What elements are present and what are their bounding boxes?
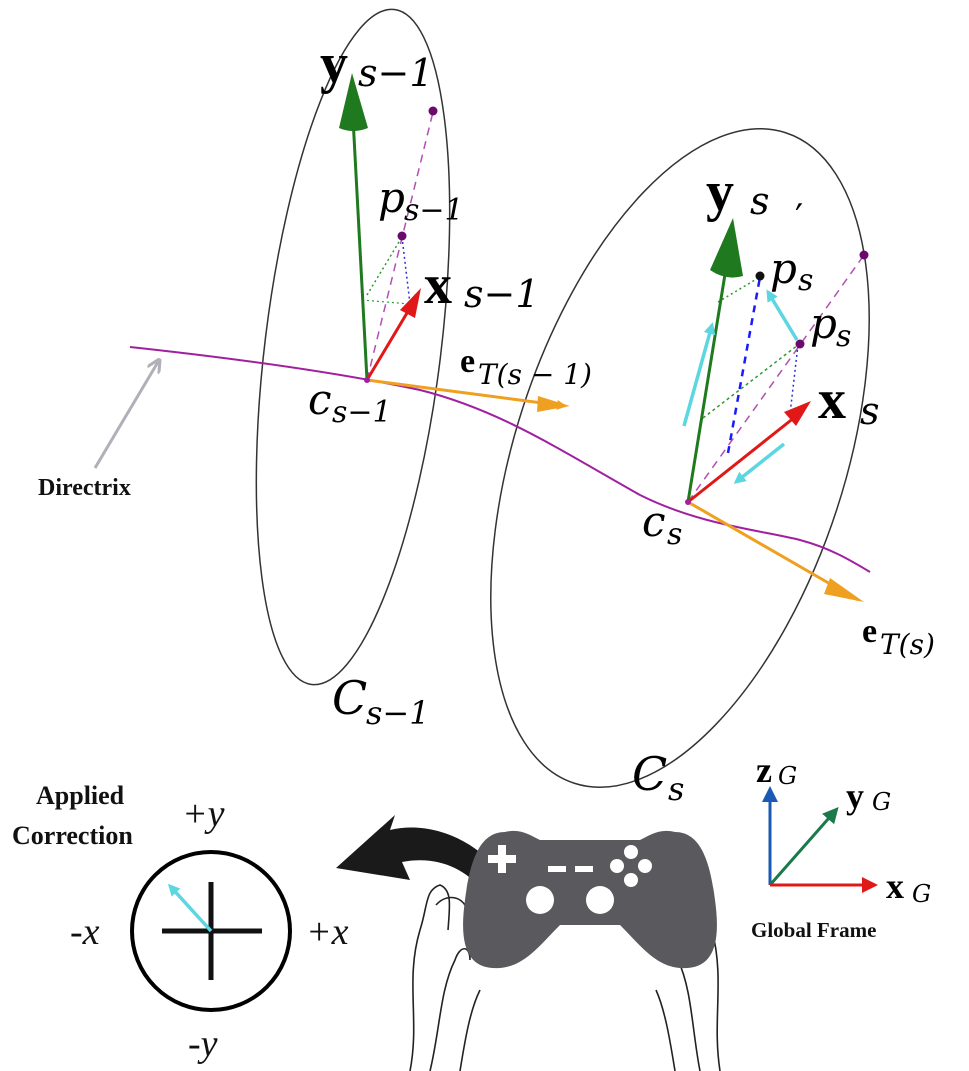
dial-correction-arrow: [167, 883, 213, 933]
svg-text:e: e: [460, 343, 475, 380]
label-x-prev: x s−1: [424, 254, 540, 316]
label-p-cur: p s: [810, 299, 851, 354]
directrix-curve: [129, 346, 871, 573]
label-y-prev: y s−1: [320, 33, 434, 95]
svg-text:s: s: [860, 389, 880, 433]
label-e-cur: e T(s): [862, 613, 935, 661]
point-rim-cur: [859, 250, 869, 260]
point-p-cur: [795, 339, 805, 349]
guide-prev-dot-1: [366, 236, 403, 296]
point-p-prime: [755, 271, 765, 281]
guide-cur-blue: [726, 276, 762, 454]
svg-text:s: s: [750, 179, 770, 223]
tangent-cur-head: [824, 578, 864, 602]
global-frame-axes: [762, 786, 878, 893]
svg-text:′: ′: [795, 198, 803, 239]
svg-text:z: z: [756, 750, 772, 790]
point-c-cur: [685, 499, 691, 505]
svg-text:y: y: [320, 33, 348, 95]
svg-text:T(s): T(s): [880, 628, 935, 661]
point-c-prev: [364, 377, 370, 383]
svg-text:G: G: [778, 762, 797, 790]
guide-prev-dot-2: [401, 236, 411, 305]
label-xG: x G: [886, 866, 931, 908]
correction-arrow-p: [766, 289, 799, 341]
directrix-pointer-arrow: [93, 362, 158, 469]
label-c-prev: c s−1: [308, 375, 392, 430]
x-axis-cur: [687, 415, 796, 504]
curved-arrow-icon: [336, 815, 505, 900]
cross-section-cur: [490, 128, 870, 788]
point-p-prev: [397, 231, 407, 241]
tangent-prev-head: [537, 396, 570, 412]
label-plus-y: +y: [182, 793, 225, 835]
svg-text:s−1: s−1: [332, 395, 392, 430]
y-axis-cur: [686, 261, 729, 503]
svg-text:s−1: s−1: [464, 272, 540, 316]
guide-cur-dot-2: [789, 344, 799, 415]
label-p-prev: p s−1: [378, 173, 464, 228]
svg-text:y: y: [846, 776, 864, 816]
svg-text:s: s: [798, 263, 813, 298]
svg-text:s−1: s−1: [366, 694, 430, 732]
cross-section-prev: [255, 8, 451, 686]
label-C-prev: C s−1: [332, 671, 430, 732]
label-global-frame: Global Frame: [751, 918, 876, 942]
svg-text:c: c: [642, 497, 666, 546]
label-e-prev: e T(s − 1): [460, 343, 592, 391]
label-applied: Applied: [36, 781, 125, 810]
y-axis-cur-head: [710, 218, 743, 278]
tangent-prev: [366, 378, 567, 410]
label-zG: z G: [756, 750, 797, 790]
label-y-cur: y s: [706, 161, 770, 223]
y-axis-prev: [351, 117, 369, 381]
label-C-cur: C s: [632, 747, 684, 808]
label-minus-y: -y: [188, 1023, 218, 1065]
guide-prev-dashed: [366, 111, 434, 381]
guide-prev-dot-3: [361, 299, 411, 305]
guide-cur-dot-1: [702, 344, 799, 419]
joystick-dial-icon: [130, 850, 292, 1012]
svg-text:y: y: [706, 161, 734, 223]
svg-text:e: e: [862, 613, 877, 650]
svg-text:C: C: [332, 671, 367, 725]
svg-text:p: p: [378, 173, 405, 222]
svg-text:x: x: [424, 254, 452, 316]
svg-text:p: p: [810, 299, 837, 348]
svg-text:x: x: [818, 369, 846, 431]
x-axis-prev: [365, 307, 412, 381]
x-axis-cur-head: [784, 401, 811, 426]
svg-text:c: c: [308, 375, 332, 424]
label-directrix: Directrix: [38, 475, 131, 501]
label-x-cur: x s: [818, 369, 880, 433]
svg-text:s: s: [836, 319, 851, 354]
svg-text:x: x: [886, 866, 904, 906]
point-rim-prev: [428, 106, 438, 116]
svg-text:s: s: [667, 517, 682, 552]
correction-arrow-y: [682, 322, 716, 427]
x-axis-prev-head: [400, 288, 421, 318]
svg-text:T(s − 1): T(s − 1): [478, 358, 592, 391]
global-y-axis: [768, 806, 839, 886]
label-p-prime: p ′ s: [770, 198, 813, 298]
svg-text:s: s: [668, 770, 684, 808]
label-yG: y G: [846, 776, 891, 816]
label-correction: Correction: [12, 821, 133, 850]
svg-text:p: p: [770, 244, 797, 293]
gamepad-icon: [463, 830, 717, 969]
svg-text:C: C: [632, 747, 667, 801]
y-axis-prev-head: [339, 73, 368, 131]
svg-text:s−1: s−1: [404, 193, 464, 228]
guide-cur-dot-3: [717, 276, 761, 303]
svg-text:s−1: s−1: [358, 51, 434, 95]
label-minus-x: -x: [70, 911, 100, 953]
svg-text:G: G: [912, 880, 931, 908]
guide-cur-dashed: [687, 254, 865, 503]
svg-text:G: G: [872, 788, 891, 816]
label-plus-x: +x: [306, 911, 349, 953]
correction-arrow-x: [733, 442, 786, 484]
label-c-cur: c s: [642, 497, 682, 552]
